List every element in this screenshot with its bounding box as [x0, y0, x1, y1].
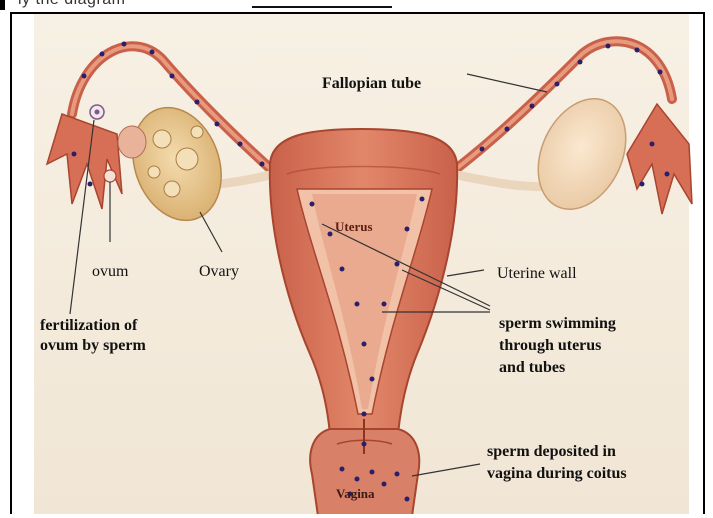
label-uterus: Uterus [335, 219, 373, 235]
label-sperm-swimming-line3: and tubes [499, 358, 565, 377]
label-ovary: Ovary [199, 262, 239, 281]
label-fertilization-line1: fertilization of [40, 316, 137, 335]
reproductive-diagram: Fallopian tube Uterus ovum Ovary Uterine… [10, 12, 705, 514]
answer-blank [252, 6, 392, 8]
label-sperm-deposited-line2: vagina during coitus [487, 464, 627, 483]
label-sperm-deposited-line1: sperm deposited in [487, 442, 616, 461]
caption-fragment: ly the diagram [18, 0, 126, 9]
label-vagina: Vagina [336, 486, 375, 502]
label-ovum: ovum [92, 262, 128, 281]
label-fertilization-line2: ovum by sperm [40, 336, 146, 355]
label-fallopian-tube: Fallopian tube [322, 74, 421, 93]
left-small-ovary [118, 126, 146, 158]
ovum [104, 170, 116, 182]
page-corner-mark [0, 0, 5, 10]
label-sperm-swimming-line1: sperm swimming [499, 314, 616, 333]
label-sperm-swimming-line2: through uterus [499, 336, 601, 355]
label-uterine-wall: Uterine wall [497, 264, 577, 283]
